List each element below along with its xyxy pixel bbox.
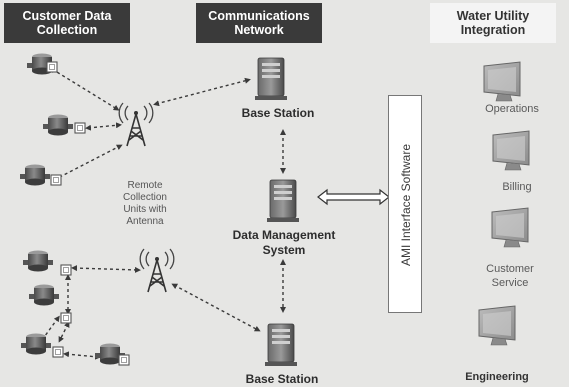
remote-units-label: Remote Collection Units with Antenna: [123, 180, 167, 227]
utility-billing-label: Billing: [502, 181, 532, 193]
ami-interface-label: AMI Interface Software: [399, 143, 413, 267]
water-meter-icon: [29, 284, 59, 306]
utility-customer-service-label: Customer Service: [486, 263, 534, 289]
base-station-bottom-label: Base Station: [245, 372, 319, 386]
monitor-icon: [478, 305, 516, 346]
header-customer-data-collection: Customer Data Collection: [4, 3, 130, 43]
data-flow-arrow: [317, 188, 390, 206]
header-network-text: Communications Network: [208, 9, 310, 37]
monitor-icon: [492, 130, 530, 171]
ami-interface-box: AMI Interface Software: [388, 95, 422, 313]
transmitter-icon: [74, 122, 86, 134]
water-meter-icon: [43, 114, 73, 136]
header-utility-text: Water Utility Integration: [456, 9, 530, 37]
monitor-icon: [491, 207, 529, 248]
water-meter-icon: [23, 250, 53, 272]
header-water-utility-integration: Water Utility Integration: [430, 3, 556, 43]
transmitter-icon: [46, 61, 58, 73]
water-meter-icon: [20, 164, 50, 186]
data-management-label: Data Management System: [232, 228, 336, 257]
utility-engineering-label: Engineering: [465, 371, 529, 383]
radio-tower-icon: [118, 102, 154, 147]
server-icon: [264, 323, 298, 367]
header-customer-text: Customer Data Collection: [22, 9, 112, 37]
transmitter-icon: [60, 264, 72, 276]
transmitter-icon: [50, 174, 62, 186]
transmitter-icon: [52, 346, 64, 358]
base-station-top-label: Base Station: [241, 106, 315, 120]
transmitter-icon: [118, 354, 130, 366]
server-icon: [254, 57, 288, 101]
link-lines: [40, 67, 286, 360]
transmitter-icon: [60, 312, 72, 324]
utility-operations-label: Operations: [485, 103, 539, 115]
monitor-icon: [483, 61, 521, 102]
server-icon: [266, 179, 300, 223]
radio-tower-icon: [139, 248, 175, 293]
water-meters-top: [20, 53, 86, 186]
header-communications-network: Communications Network: [196, 3, 322, 43]
water-meter-icon: [21, 333, 51, 355]
